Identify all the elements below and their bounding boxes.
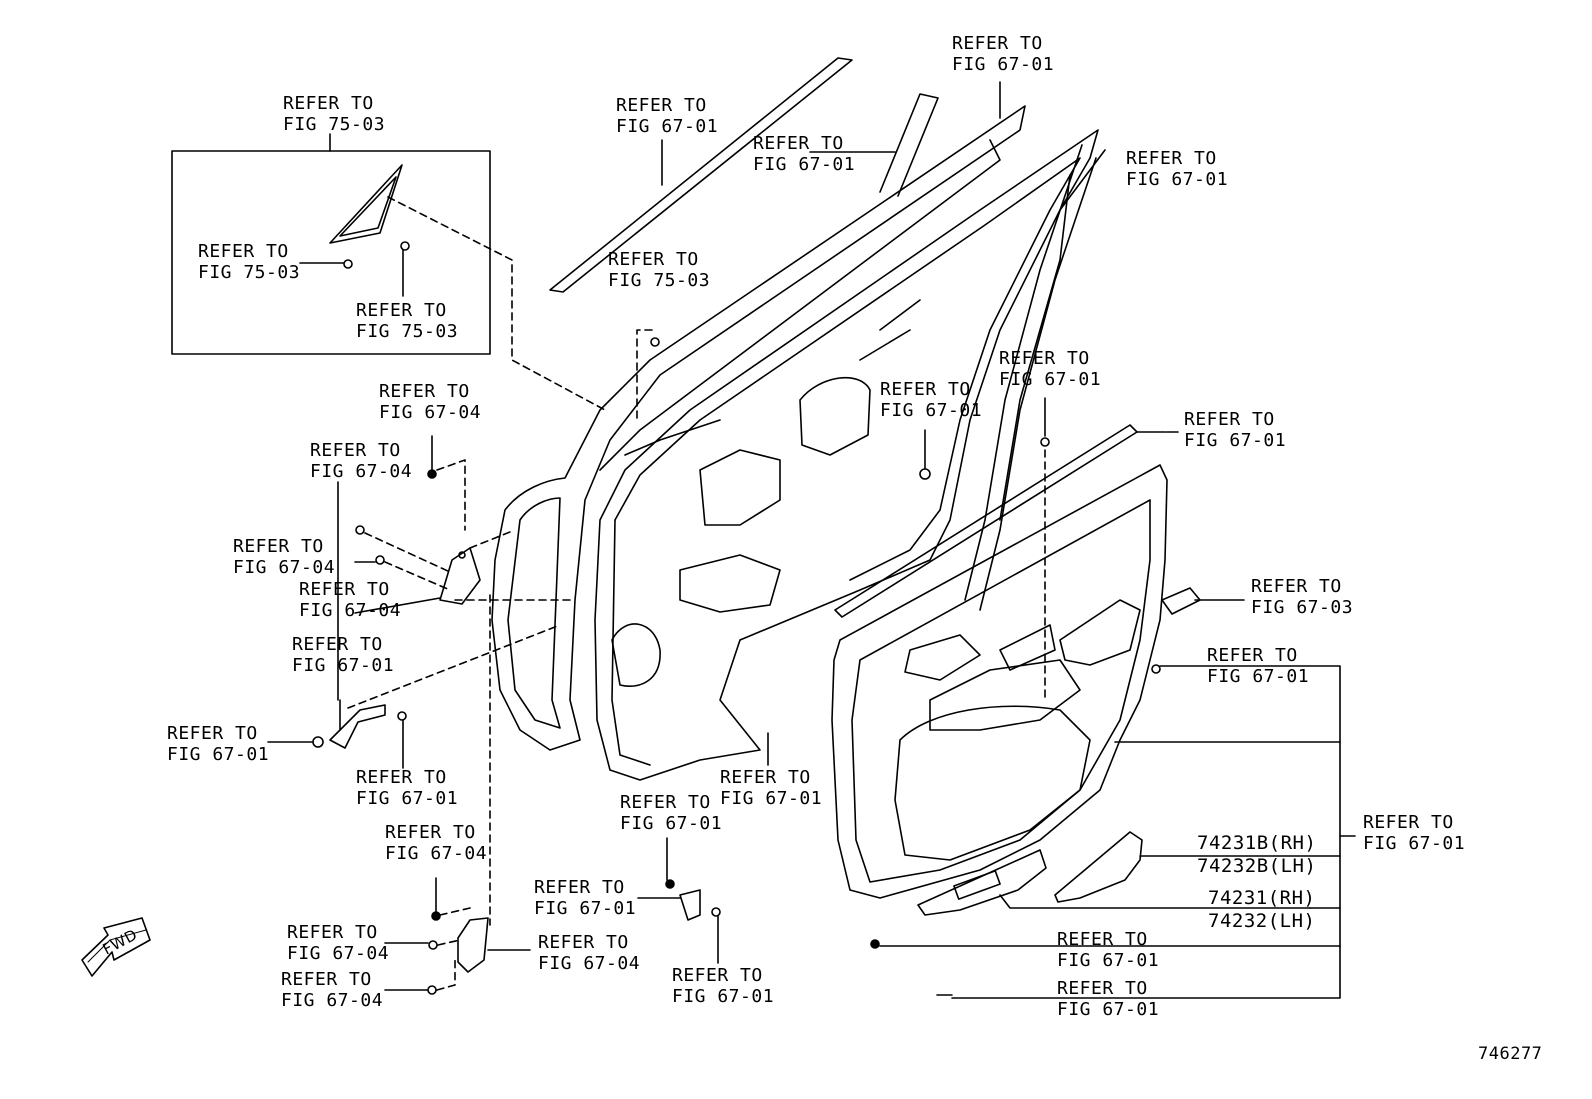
- lock-bracket: [665, 879, 721, 921]
- window-moulding: [549, 57, 1001, 293]
- inset-box: [171, 150, 491, 355]
- upper-hinge: [439, 547, 481, 605]
- power-window-switch-base: [917, 849, 1311, 916]
- belt-moulding: [834, 424, 1166, 618]
- diagram-id: 746277: [1478, 1044, 1543, 1064]
- lower-hinge: [457, 917, 489, 973]
- dashed-guides: [347, 329, 1046, 991]
- door-inner-panel: [594, 129, 1106, 781]
- part-number-armrest[interactable]: 74231B(RH)74232B(LH): [1197, 832, 1317, 877]
- inset-dashed-link: [387, 196, 606, 411]
- fasteners: [355, 337, 1201, 996]
- fwd-arrow-icon: [81, 917, 151, 977]
- armrest-pad: [1054, 831, 1143, 903]
- glass-bolt: [400, 241, 410, 251]
- door-check: [312, 704, 407, 749]
- leader-lines: [267, 397, 1356, 999]
- door-trim-board: [831, 464, 1168, 899]
- glass-clip: [343, 259, 353, 269]
- door-outer-panel: [491, 105, 1026, 751]
- quarter-glass: [329, 164, 403, 244]
- part-number-switch-base[interactable]: 74231(RH)74232(LH): [1208, 887, 1316, 932]
